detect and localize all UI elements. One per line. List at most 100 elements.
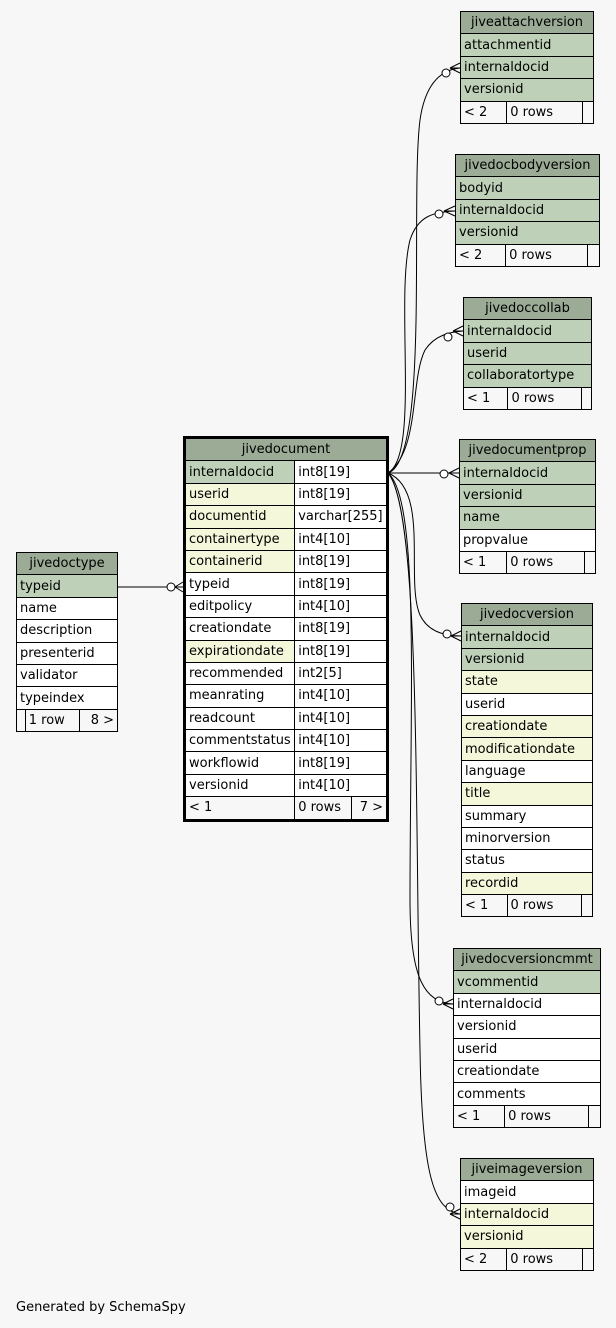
link-marker-circle: [434, 209, 444, 219]
column-row: internaldocid: [461, 625, 593, 649]
column-name: documentid: [183, 505, 296, 529]
link-jiveimageversion: [387, 472, 461, 1215]
crowfoot-marker: [449, 1208, 461, 1220]
table-title-row: jiveattachversion: [460, 10, 594, 35]
column-row: typeid: [16, 574, 118, 598]
table-title: jiveimageversion: [460, 1157, 594, 1182]
column-row: versionid: [453, 1015, 601, 1039]
column-name: workflowid: [183, 751, 296, 775]
column-row: creationdate: [453, 1059, 601, 1084]
column-type: int2[5]: [294, 661, 388, 686]
table-title: jivedoccollab: [463, 296, 592, 321]
column-name: comments: [453, 1082, 601, 1106]
crowfoot-marker: [452, 325, 464, 337]
link-marker-circle: [434, 996, 444, 1006]
column-row: versionid: [460, 1225, 594, 1249]
crowfoot-marker: [443, 205, 456, 217]
column-type: int8[19]: [294, 751, 388, 775]
link-jivedocversion: [387, 472, 462, 637]
column-name: name: [16, 596, 118, 621]
children-count: [581, 894, 593, 918]
column-name: attachmentid: [460, 33, 594, 57]
column-row: status: [461, 849, 593, 873]
column-row: collaboratortype: [463, 364, 592, 388]
column-row: userid: [453, 1037, 601, 1061]
table-title-row: jivedocversioncmmt: [453, 947, 601, 972]
row-count: 0 rows: [507, 386, 582, 410]
column-name: internaldocid: [461, 625, 593, 649]
column-row: title: [461, 782, 593, 806]
column-name: commentstatus: [183, 729, 296, 753]
column-row: validator: [16, 663, 118, 688]
column-row: language: [461, 759, 593, 784]
link-marker-circle: [441, 68, 451, 78]
column-type: varchar[255]: [294, 505, 388, 529]
parents-count: [16, 708, 26, 733]
column-name: versionid: [459, 483, 596, 508]
column-name: versionid: [460, 78, 594, 102]
column-name: internaldocid: [460, 1202, 594, 1227]
column-row: modificationdate: [461, 737, 593, 761]
table-title-row: jivedocbodyversion: [455, 153, 600, 178]
children-count: [588, 1104, 601, 1129]
table-title-row: jivedoccollab: [463, 296, 592, 321]
column-name: userid: [183, 482, 296, 507]
link-marker-circle: [166, 582, 176, 592]
column-type: int8[19]: [294, 617, 388, 641]
column-name: editpolicy: [183, 594, 296, 619]
column-row: versionid: [459, 483, 596, 508]
column-name: versionid: [453, 1015, 601, 1039]
column-name: recommended: [183, 661, 296, 686]
children-count: 8 >: [78, 708, 119, 733]
table-title-row: jiveimageversion: [460, 1157, 594, 1182]
column-name: description: [16, 619, 118, 643]
column-row: attachmentid: [460, 33, 594, 57]
column-name: state: [461, 670, 593, 694]
table-title-row: jivedocument: [184, 436, 388, 462]
column-row: versionid: [461, 647, 593, 672]
parents-count: < 2: [454, 243, 507, 267]
table-title: jivedocversion: [461, 602, 593, 627]
column-row: versionid: [455, 221, 600, 245]
column-name: vcommentid: [453, 970, 601, 994]
column-name: internaldocid: [459, 461, 596, 485]
column-type: int4[10]: [294, 773, 388, 798]
children-count: [582, 100, 594, 124]
column-name: recordid: [461, 871, 593, 896]
column-type: int8[19]: [294, 572, 388, 596]
column-name: userid: [461, 692, 593, 716]
column-name: propvalue: [459, 528, 596, 552]
column-name: typeid: [183, 572, 296, 596]
column-name: status: [461, 849, 593, 873]
column-type: int8[19]: [294, 482, 388, 507]
column-row: internaldocid: [463, 319, 592, 343]
row-count: 0 rows: [505, 243, 589, 267]
link-jivedoccollab: [387, 330, 464, 474]
column-name: creationdate: [453, 1059, 601, 1084]
crowfoot-marker: [448, 467, 460, 479]
crowfoot-marker: [174, 581, 184, 593]
link-jivedocversioncmmt: [387, 472, 454, 1005]
crowfoot-marker: [442, 998, 454, 1010]
column-name: typeid: [16, 574, 118, 598]
column-row: internaldocid: [459, 461, 596, 485]
parents-count: < 1: [461, 894, 508, 918]
